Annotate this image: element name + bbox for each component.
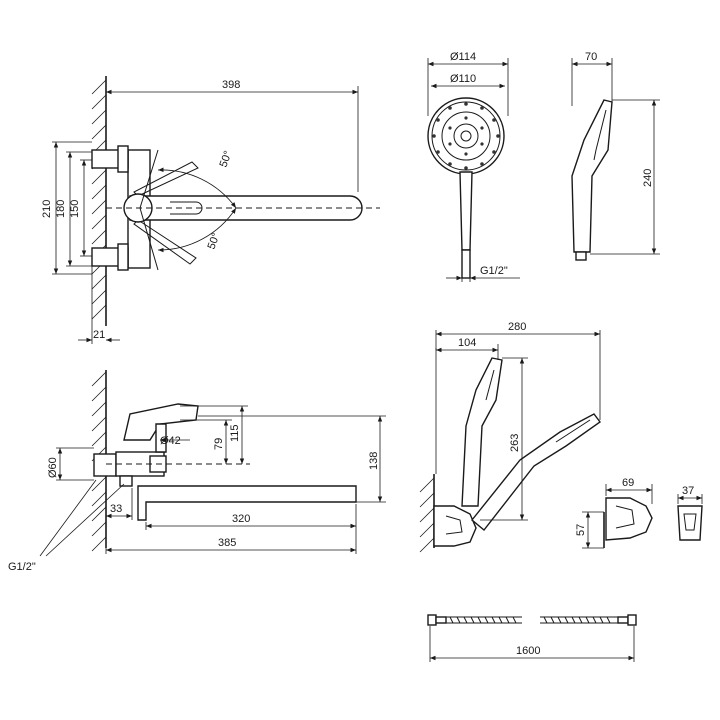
head-depth-label: 70 (585, 51, 597, 63)
faucet-reach-label: 398 (222, 79, 240, 91)
total-reach-label: 385 (218, 537, 236, 549)
body-diameter-label: Ø60 (47, 457, 59, 478)
shower-hose: 1600 (427, 614, 637, 662)
holder-height-label: 263 (509, 434, 521, 452)
lever-diameter-label: Ø42 (160, 435, 181, 447)
head-outer-diameter-label: Ø114 (450, 51, 476, 63)
angle-upper-label: 50° (218, 149, 235, 169)
faucet-top-view: 50° 50° 398 210 180 150 21 (41, 76, 380, 344)
clip-width-label: 69 (622, 477, 634, 489)
holder-offset-label: 104 (458, 337, 476, 349)
height-180-label: 180 (55, 200, 67, 218)
wall-offset-label: 21 (93, 329, 105, 341)
spout-height-label: 138 (368, 452, 380, 470)
angle-lower-label: 50° (206, 231, 223, 251)
lever-height-79-label: 79 (213, 438, 225, 450)
faucet-side-view: Ø42 79 115 138 Ø60 33 320 385 G1/ (8, 370, 386, 573)
clip-depth-label: 37 (682, 485, 694, 497)
shower-holder-assembly: 280 104 263 (419, 321, 601, 553)
height-210-label: 210 (41, 200, 53, 218)
head-inner-diameter-label: Ø110 (450, 73, 476, 85)
holder-width-label: 280 (508, 321, 526, 333)
inlet-thread-label: G1/2" (8, 561, 36, 573)
hose-thread-label: G1/2" (480, 265, 508, 277)
height-150-label: 150 (69, 200, 81, 218)
clip-height-label: 57 (575, 524, 587, 536)
shower-head-side-view: 70 240 (571, 51, 660, 261)
shower-head-front-view: Ø114 Ø110 G1/2" (427, 51, 520, 282)
spout-length-label: 320 (232, 513, 250, 525)
hose-length-label: 1600 (516, 645, 540, 657)
lever-height-115-label: 115 (229, 424, 241, 442)
connector-offset-label: 33 (110, 503, 122, 515)
wall-clip-views: 69 57 37 (575, 477, 703, 549)
head-length-label: 240 (642, 169, 654, 187)
